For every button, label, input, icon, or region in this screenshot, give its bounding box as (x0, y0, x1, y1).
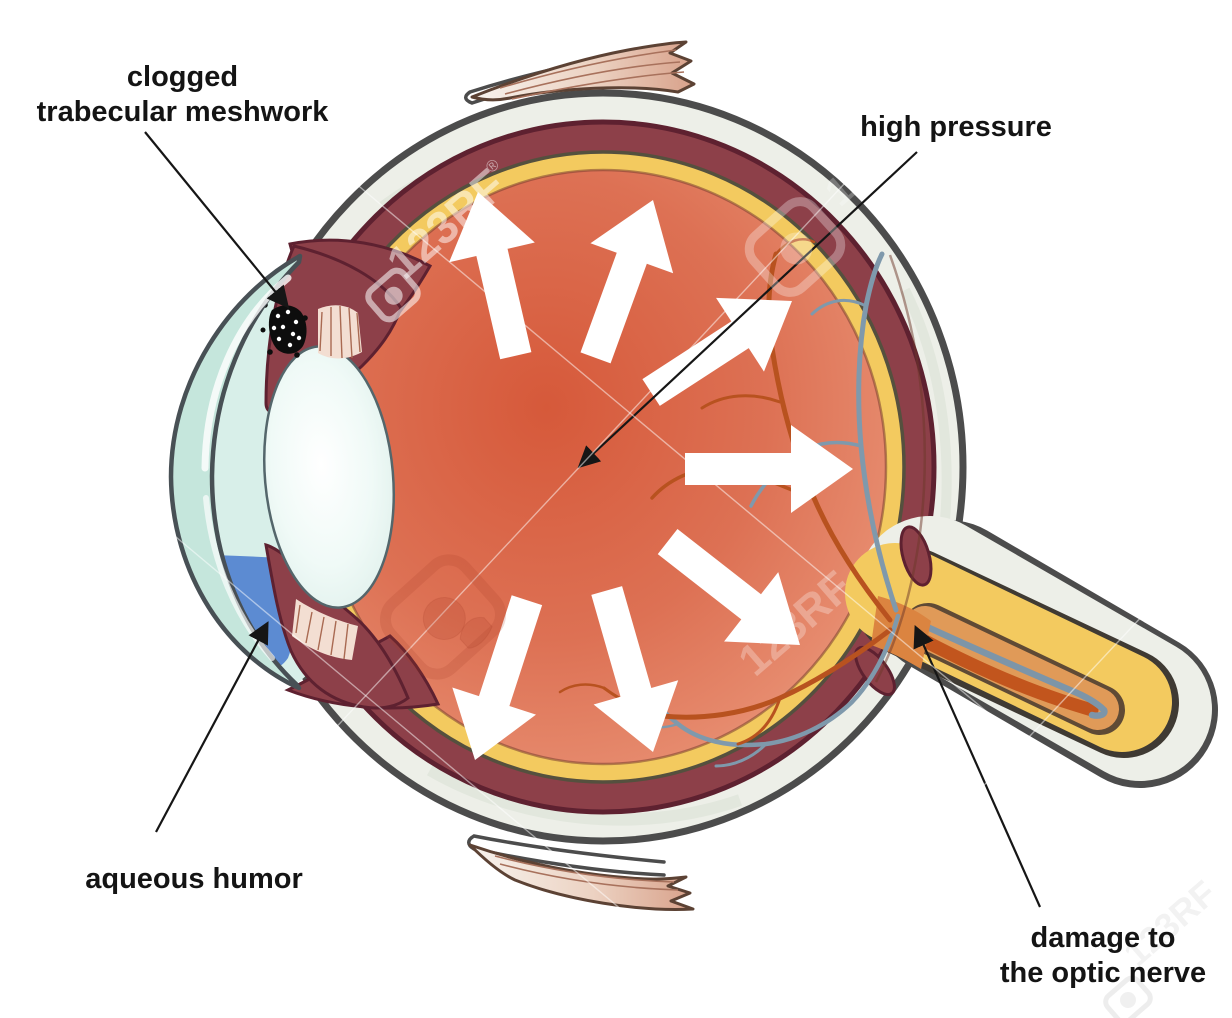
leader-lines (144, 131, 1042, 908)
central-retinal-vein (889, 607, 1108, 719)
label-high-pressure: high pressure (846, 110, 1066, 145)
watermark-camera-icon (744, 197, 846, 297)
cornea (168, 253, 303, 691)
watermark-grid-lines (59, 59, 1232, 1014)
label-aqueous-humor: aqueous humor (69, 862, 319, 897)
lens (262, 345, 396, 609)
leader-clogged-meshwork (144, 131, 290, 309)
label-line: damage to (1030, 922, 1176, 954)
zonule-fibers-lower (292, 599, 358, 660)
leader-optic-nerve-damage (913, 624, 1042, 908)
optic-nerve (845, 516, 1218, 788)
retina-edge (874, 254, 927, 683)
label-optic-nerve-damage: damage to the optic nerve (993, 921, 1213, 991)
label-line: trabecular meshwork (36, 96, 329, 128)
tendon-groove-bottom (467, 834, 666, 877)
label-line: aqueous humor (85, 863, 303, 895)
watermark-camera-icon (1004, 369, 1060, 423)
label-line: clogged (126, 61, 239, 93)
label-line: high pressure (860, 111, 1052, 143)
label-clogged-trabecular-meshwork: clogged trabecular meshwork (30, 60, 335, 130)
extraocular-muscle-top (470, 40, 696, 102)
zonule-fibers-upper (318, 305, 362, 359)
watermark-camera-icon (365, 267, 421, 323)
label-line: the optic nerve (999, 957, 1207, 989)
sclera-wash (427, 764, 742, 826)
clogged-trabecular-meshwork (260, 302, 308, 358)
leader-aqueous-humor (155, 621, 269, 833)
anterior-segment (168, 244, 410, 710)
leader-high-pressure (577, 151, 918, 469)
